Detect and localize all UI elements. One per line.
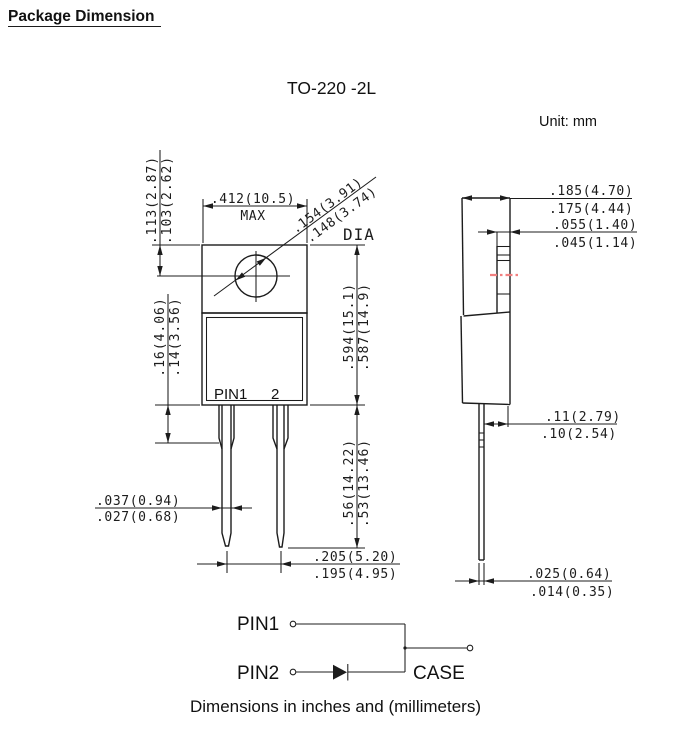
dim-tab-thickness-upper: .055(1.40)	[553, 218, 637, 233]
schematic-junction	[403, 646, 407, 650]
dim-lead-pitch-lower: .195(4.95)	[313, 567, 397, 582]
package-name: TO-220 -2L	[287, 78, 376, 98]
front-lead-1	[218, 405, 235, 547]
dim-body-depth-upper: .185(4.70)	[549, 184, 633, 199]
dim-lead-length-lower: .53(13.46)	[357, 439, 372, 527]
pin1-terminal	[289, 620, 297, 628]
dim-body-depth: .185(4.70) .175(4.44)	[462, 184, 633, 217]
dim-hole-center: .113(2.87) .103(2.62)	[145, 150, 200, 276]
dim-lead-width-upper: .037(0.94)	[96, 494, 180, 509]
front-pin1-label: PIN1	[214, 386, 247, 403]
front-body-inner-line	[205, 316, 304, 402]
dim-lead-setback-lower: .10(2.54)	[541, 427, 617, 442]
side-body-bottom-edge	[462, 402, 511, 406]
dim-lead-shoulder: .16(4.06) .14(3.56)	[153, 294, 219, 444]
dim-hole-center-lower: .103(2.62)	[160, 156, 175, 244]
side-body-left-edge	[460, 315, 464, 404]
dim-tab-thickness-lower: .045(1.14)	[553, 236, 637, 251]
caption: Dimensions in inches and (millimeters)	[190, 697, 481, 716]
pin2-terminal	[289, 668, 297, 676]
schematic-case-label: CASE	[413, 663, 465, 684]
header: Package Dimension TO-220 -2L Unit: mm	[8, 8, 597, 130]
dim-lead-thickness-upper: .025(0.64)	[527, 567, 611, 582]
dim-lead-length-upper: .56(14.22)	[342, 439, 357, 527]
diode-symbol	[333, 664, 347, 680]
schematic-pin1-label: PIN1	[237, 614, 279, 635]
dim-pkg-height-upper: .594(15.1)	[342, 283, 357, 371]
front-view: PIN1 2	[157, 244, 308, 548]
dim-body-width-lower: MAX	[240, 209, 265, 224]
side-lead	[478, 404, 485, 561]
dim-lead-shoulder-lower: .14(3.56)	[168, 297, 183, 376]
dim-lead-setback: .11(2.79) .10(2.54)	[484, 406, 621, 442]
dia-label: DIA	[343, 225, 375, 244]
dim-lead-pitch-upper: .205(5.20)	[313, 550, 397, 565]
dim-pkg-height: .594(15.1) .587(14.9)	[310, 244, 372, 406]
connection-schematic: PIN1 CASE PIN2	[237, 614, 474, 684]
side-view	[460, 197, 518, 561]
dim-lead-setback-upper: .11(2.79)	[545, 410, 621, 425]
unit-note: Unit: mm	[539, 114, 597, 130]
schematic-pin2-label: PIN2	[237, 663, 279, 684]
dim-body-width-upper: .412(10.5)	[211, 192, 295, 207]
front-lead-2	[272, 405, 289, 548]
dim-body-depth-lower: .175(4.44)	[549, 202, 633, 217]
dim-tab-thickness: .055(1.40) .045(1.14)	[478, 218, 637, 251]
dim-hole-center-upper: .113(2.87)	[145, 156, 160, 244]
side-left-edge	[461, 197, 465, 316]
dim-lead-shoulder-upper: .16(4.06)	[153, 297, 168, 376]
dim-lead-thickness: .025(0.64) .014(0.35)	[455, 563, 614, 600]
page-title: Package Dimension	[8, 8, 154, 25]
dim-body-width: .412(10.5) MAX	[202, 192, 308, 243]
dim-hole-dia: .154(3.91) .148(3.74) DIA	[213, 175, 380, 297]
case-terminal	[466, 644, 474, 652]
dim-pkg-height-lower: .587(14.9)	[357, 283, 372, 371]
front-pin2-label: 2	[271, 386, 279, 403]
front-body-outline	[201, 312, 308, 406]
dim-lead-width-lower: .027(0.68)	[96, 510, 180, 525]
dim-lead-thickness-lower: .014(0.35)	[530, 585, 614, 600]
dim-lead-length: .56(14.22) .53(13.46)	[288, 405, 372, 549]
dim-lead-pitch: .205(5.20) .195(4.95)	[197, 550, 400, 582]
side-body-top-edge	[463, 311, 511, 317]
dim-lead-width: .037(0.94) .027(0.68)	[95, 494, 252, 525]
